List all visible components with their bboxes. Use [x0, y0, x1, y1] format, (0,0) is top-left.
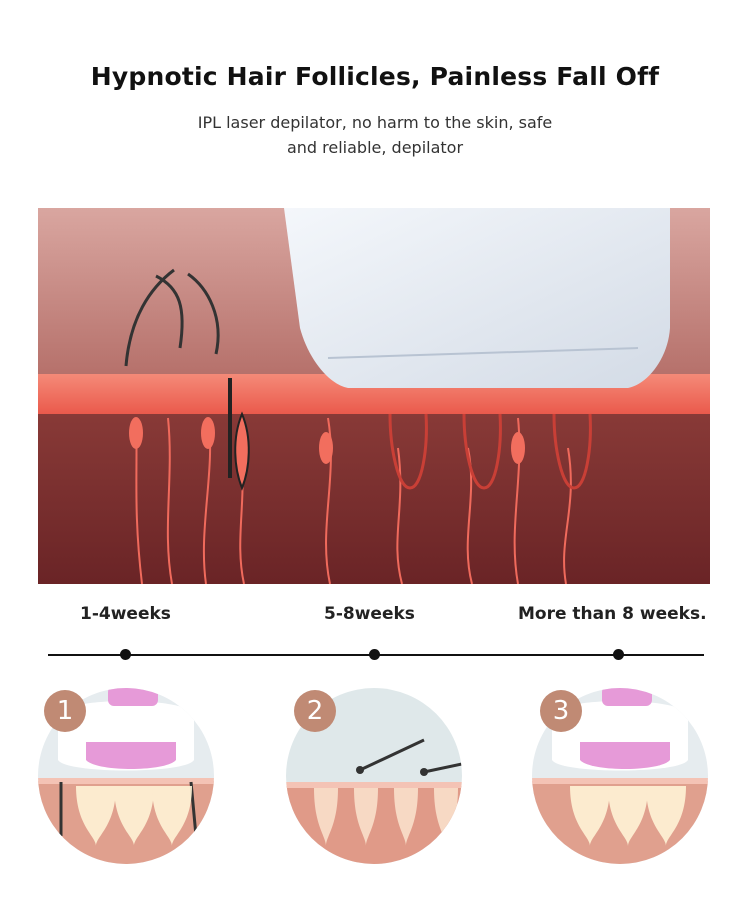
hero-skin-illustration — [38, 208, 710, 584]
timeline-dot-3 — [613, 649, 624, 660]
page-title: Hypnotic Hair Follicles, Painless Fall O… — [90, 62, 660, 91]
subtitle-line-2: and reliable, depilator — [286, 138, 464, 157]
page-subtitle: IPL laser depilator, no harm to the skin… — [150, 110, 600, 160]
stage-3-graphic — [532, 688, 708, 864]
stage-2-graphic — [286, 688, 462, 864]
stage-3-illustration: 3 — [530, 686, 710, 866]
stage-1-illustration: 1 — [36, 686, 216, 866]
stage-3-number-badge: 3 — [540, 690, 582, 732]
subtitle-line-1: IPL laser depilator, no harm to the skin… — [197, 113, 553, 132]
skin-cross-section-graphic — [38, 208, 710, 584]
stage-2-illustration: 2 — [284, 686, 464, 866]
timeline-dot-1 — [120, 649, 131, 660]
stage-2-number-badge: 2 — [294, 690, 336, 732]
stage-1-graphic — [38, 688, 214, 864]
timeline-dot-2 — [369, 649, 380, 660]
stage-2-label: 5-8weeks — [324, 604, 415, 624]
stage-1-label: 1-4weeks — [80, 604, 171, 624]
stage-3-label: More than 8 weeks. — [518, 604, 707, 624]
stage-1-number-badge: 1 — [44, 690, 86, 732]
